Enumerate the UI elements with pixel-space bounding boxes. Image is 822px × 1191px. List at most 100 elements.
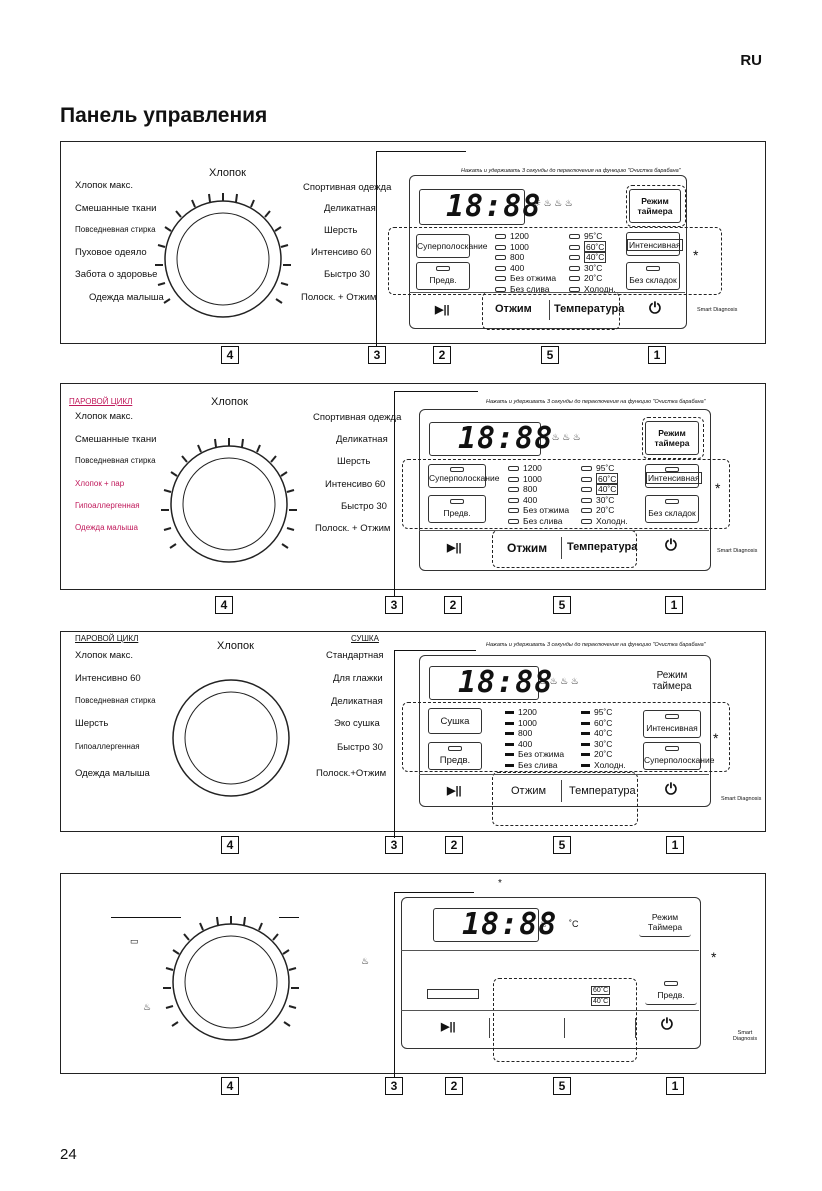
timer-button[interactable]: Режим таймера bbox=[629, 189, 681, 223]
spin-label[interactable]: Отжим bbox=[507, 541, 548, 555]
panel-divider bbox=[419, 530, 709, 531]
stain-icon: ☀ ♨ ♨ ♨ bbox=[533, 198, 573, 208]
star-marker: * bbox=[498, 878, 502, 889]
program-right-1: Спортивная одежда bbox=[303, 182, 392, 193]
prewash-button[interactable]: Предв. bbox=[645, 978, 697, 1005]
timer-highlight bbox=[642, 417, 704, 459]
temp-list: 95˚C 60˚C 40˚C 30˚C 20˚C Холодн. bbox=[581, 463, 628, 526]
program-left-3: Повседневная стирка bbox=[75, 225, 156, 234]
baby-icon: ♨ bbox=[143, 1002, 152, 1012]
callout-1: 1 bbox=[666, 836, 684, 854]
steam-header: ПАРОВОЙ ЦИКЛ bbox=[69, 397, 133, 406]
temp-list: 95˚C 60˚C 40˚C 30˚C 20˚C Холодн. bbox=[569, 231, 616, 294]
no-crease-button[interactable]: Без складок bbox=[626, 262, 680, 290]
display-panel bbox=[419, 409, 711, 571]
star-marker: * bbox=[693, 247, 699, 263]
program-right-3: Шерсть bbox=[337, 456, 371, 467]
leader-line bbox=[394, 892, 395, 1078]
prewash-button[interactable]: Предв. bbox=[428, 742, 482, 770]
program-right-2: Деликатная bbox=[324, 203, 376, 214]
superrinse-button[interactable]: Суперполоскание bbox=[416, 234, 487, 258]
control-panel-4: ▭ ♨ ♨ * 18:88 ♨ ˚C Режим Таймера 60˚C 40… bbox=[60, 873, 766, 1074]
control-panel-2: ПАРОВОЙ ЦИКЛ Хлопок Хлопок макс. Смешанн… bbox=[60, 383, 766, 590]
callout-2: 2 bbox=[445, 836, 463, 854]
program-left-4: Хлопок + пар bbox=[75, 479, 125, 488]
display-panel bbox=[419, 655, 711, 807]
page-title: Панель управления bbox=[60, 104, 268, 127]
start-pause-icon[interactable]: ▶|| bbox=[435, 304, 450, 316]
program-left-5: Гипоаллергенная bbox=[75, 501, 140, 510]
drum-clean-note: Нажать и удерживать 3 секунды до переклю… bbox=[486, 399, 706, 405]
power-icon[interactable]: ⏻ bbox=[665, 537, 677, 554]
start-pause-icon[interactable]: ▶|| bbox=[447, 785, 462, 797]
intensive-button[interactable]: Интенсивная bbox=[643, 710, 701, 738]
program-top: Хлопок bbox=[209, 167, 246, 179]
control-panel-3: ПАРОВОЙ ЦИКЛ СУШКА Хлопок Хлопок макс. И… bbox=[60, 631, 766, 832]
callout-5: 5 bbox=[553, 1077, 571, 1095]
intensive-button[interactable]: Интенсивная bbox=[645, 464, 702, 488]
panel-divider bbox=[409, 292, 685, 293]
leader-line bbox=[376, 151, 466, 152]
leader-line bbox=[376, 151, 377, 347]
program-dial-icon[interactable] bbox=[151, 658, 311, 818]
stain-icon: ☀ ♨ ♨ ♨ bbox=[541, 432, 581, 442]
spin-label[interactable]: Отжим bbox=[511, 785, 547, 797]
leader-line bbox=[394, 391, 395, 596]
program-dial-icon[interactable] bbox=[149, 424, 309, 584]
options-highlight bbox=[388, 227, 722, 295]
power-icon[interactable]: ⏻ bbox=[661, 1016, 673, 1033]
temp-label[interactable]: Температура bbox=[567, 541, 638, 553]
program-top: Хлопок bbox=[211, 396, 248, 408]
leader-line bbox=[394, 391, 478, 392]
power-icon[interactable]: ⏻ bbox=[665, 781, 677, 798]
intensive-button[interactable]: Интенсивная bbox=[626, 232, 683, 256]
superrinse-button[interactable]: Суперполоскание bbox=[643, 742, 714, 770]
steam-header: ПАРОВОЙ ЦИКЛ bbox=[75, 634, 139, 643]
callout-4: 4 bbox=[215, 596, 233, 614]
temp-label[interactable]: Температура bbox=[569, 785, 636, 797]
drum-clean-note: Нажать и удерживать 3 секунды до переклю… bbox=[461, 168, 681, 174]
spin-label[interactable]: Отжим bbox=[495, 303, 532, 315]
language-code: RU bbox=[740, 52, 762, 69]
program-left-5: Гипоаллергенная bbox=[75, 742, 140, 751]
timer-highlight bbox=[626, 185, 686, 227]
prewash-button[interactable]: Предв. bbox=[416, 262, 470, 290]
no-crease-button[interactable]: Без складок bbox=[645, 495, 699, 523]
program-left-4: Шерсть bbox=[75, 718, 109, 729]
program-left-6: Одежда малыша bbox=[75, 768, 150, 779]
temp-label[interactable]: Температура bbox=[554, 303, 625, 315]
superrinse-button[interactable]: Суперполоскание bbox=[428, 464, 499, 488]
star-marker: * bbox=[715, 480, 721, 496]
program-left-2: Интенсивно 60 bbox=[75, 673, 141, 684]
start-pause-icon[interactable]: ▶|| bbox=[441, 1021, 456, 1033]
drum-clean-note: Нажать и удерживать 3 секунды до переклю… bbox=[486, 642, 706, 648]
callout-5: 5 bbox=[541, 346, 559, 364]
timer-button[interactable]: Режим таймера bbox=[647, 668, 697, 698]
prewash-button[interactable]: Предв. bbox=[428, 495, 486, 523]
program-right-6: Полоск. + Отжим bbox=[301, 292, 377, 303]
timer-button[interactable]: Режим Таймера bbox=[639, 910, 691, 937]
dry-button[interactable]: Сушка bbox=[428, 708, 482, 734]
star-marker: * bbox=[713, 730, 719, 746]
page-number: 24 bbox=[60, 1146, 77, 1163]
spin-list: 1200 1000 800 400 Без отжима Без слива bbox=[508, 463, 569, 526]
smart-diagnosis-icon: Smart Diagnosis bbox=[732, 1030, 758, 1042]
program-right-2: Деликатная bbox=[336, 434, 388, 445]
program-dial-icon[interactable] bbox=[143, 179, 303, 339]
start-pause-icon[interactable]: ▶|| bbox=[447, 542, 462, 554]
program-left-6: Одежда малыша bbox=[89, 292, 164, 303]
time-readout: 18:88 bbox=[458, 665, 554, 700]
max-icon: ▭ bbox=[130, 936, 139, 946]
separator bbox=[561, 780, 562, 802]
program-dial-icon[interactable] bbox=[151, 902, 311, 1062]
power-icon[interactable]: ⏻ bbox=[649, 300, 661, 317]
timer-button[interactable]: Режим таймера bbox=[645, 421, 699, 455]
blank-label-line bbox=[279, 917, 299, 918]
callout-3: 3 bbox=[385, 596, 403, 614]
wool-icon: ♨ bbox=[361, 956, 370, 966]
callout-1: 1 bbox=[648, 346, 666, 364]
callout-4: 4 bbox=[221, 346, 239, 364]
blank-button[interactable] bbox=[427, 989, 479, 999]
program-left-3: Повседневная стирка bbox=[75, 696, 156, 705]
callout-3: 3 bbox=[368, 346, 386, 364]
